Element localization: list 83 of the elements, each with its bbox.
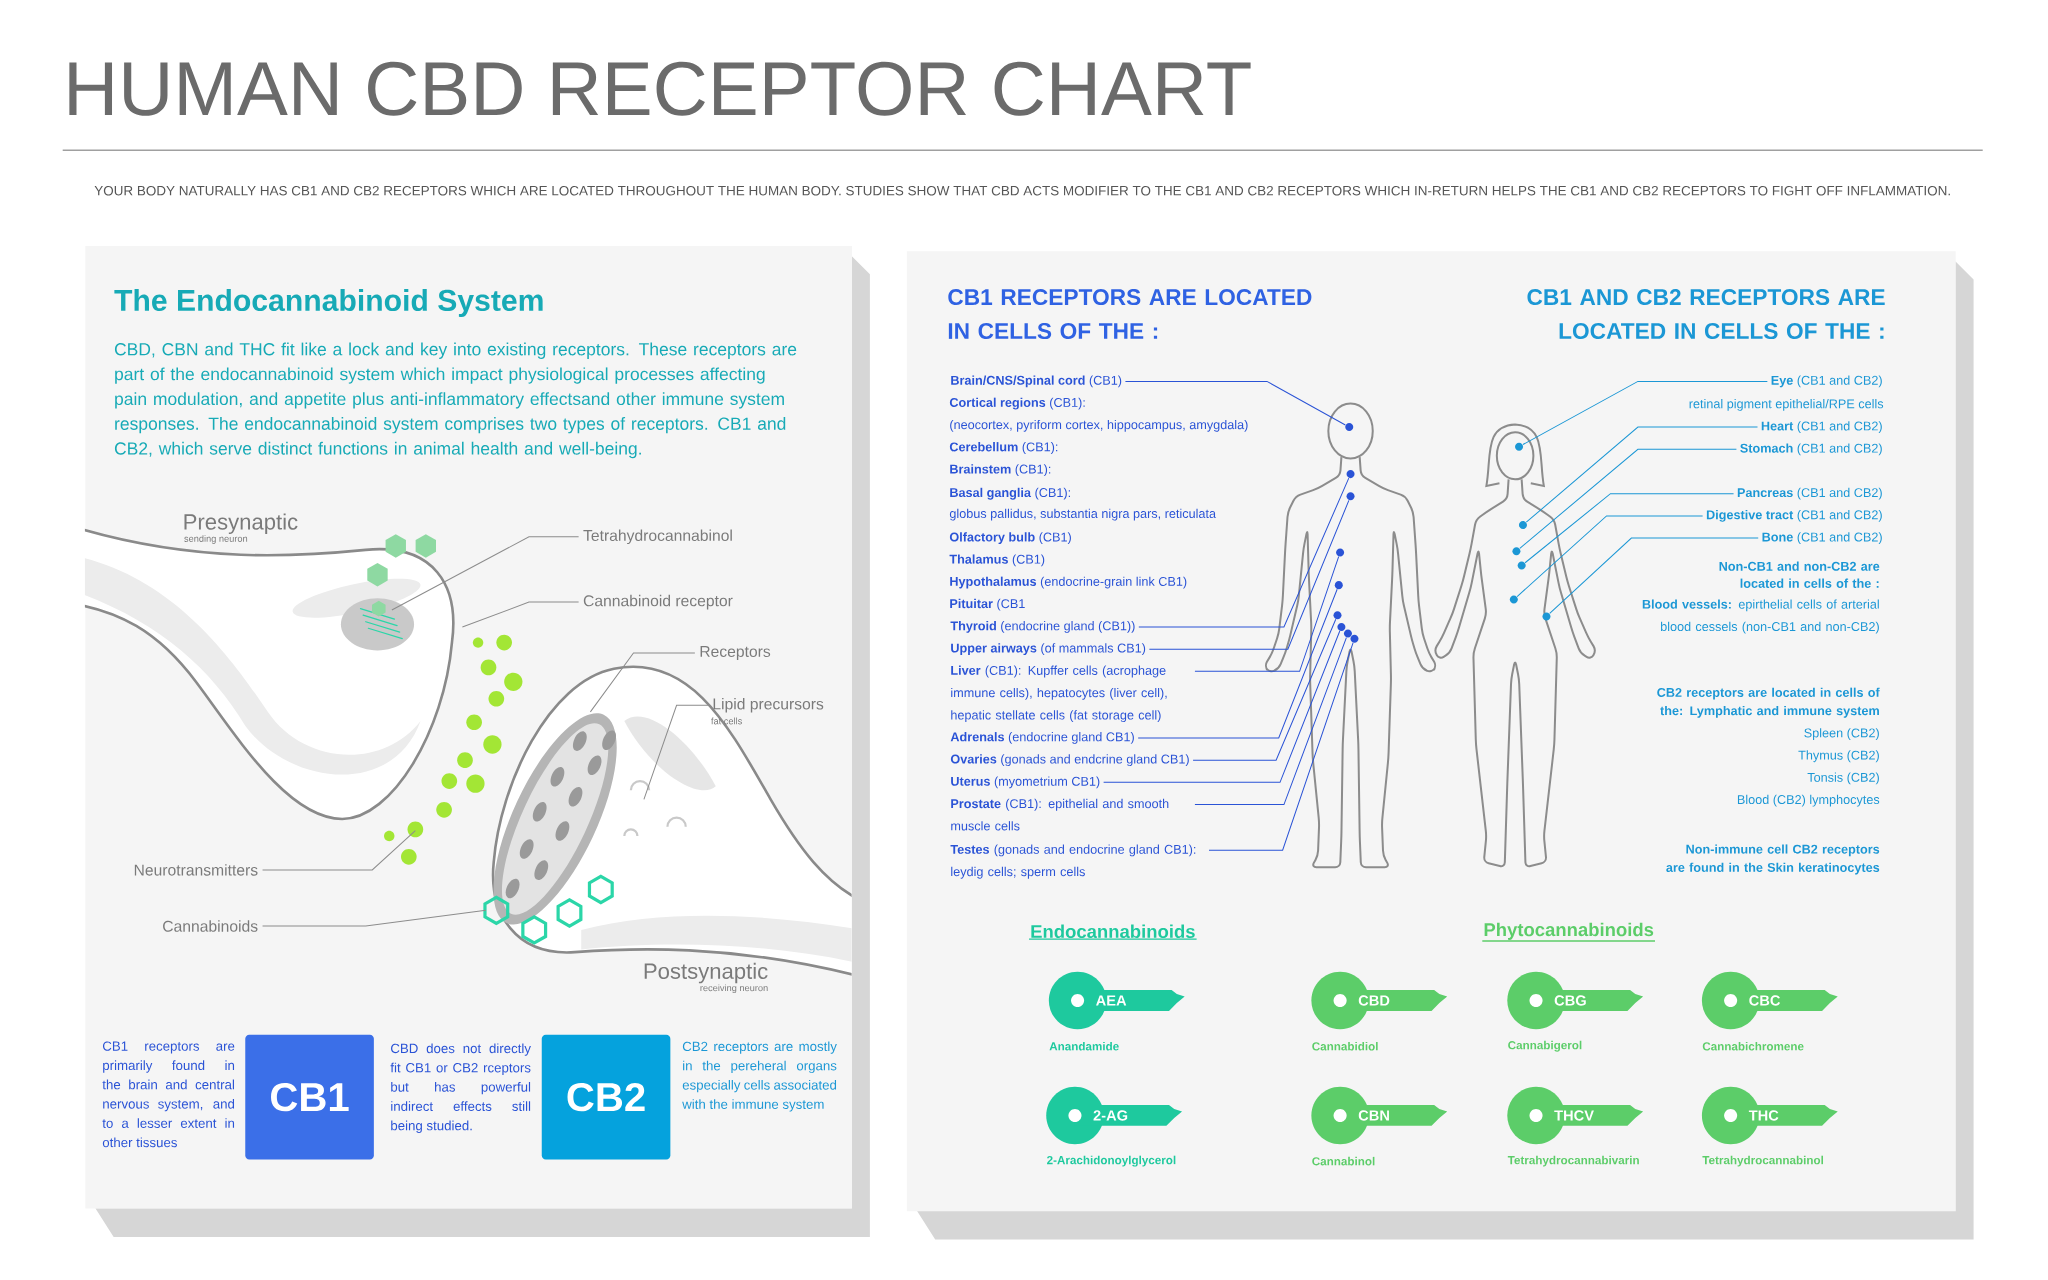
label-box: CB2 [541,1034,671,1160]
list-item: Eye (CB1 and CB2) [1771,375,1882,388]
list-item: Liver (CB1): Kupffer cells (acrophage immune cells), hepatocytes (liver cell), hepatic stellate cells (fat storage cell) [951,665,1167,722]
callout-label: Receptors [700,646,771,661]
list-item: Thymus (CB2) [1798,750,1879,763]
list-item: Cortical regions (CB1): [949,397,1085,410]
list-item: Thalamus (CB1) [949,554,1045,567]
list-item: Prostate (CB1): epithelial and smooth muscle cells [951,798,1169,831]
region-caption: receiving neuron [700,984,768,994]
key-caption: Cannabichromene [1702,1041,1804,1051]
description-text: CBD does not directly fit CB1 or CB2 rceptors but has powerful indirect effects still being studied. [390,1043,531,1133]
leader-line [391,536,580,611]
caption-text: fat cells [711,717,742,725]
leader-line [1549,537,1759,614]
key-caption: Cannabigerol [1508,1040,1582,1052]
callout-label: Cannabinoid receptor [583,594,733,610]
leader-line [1525,426,1758,523]
key-caption: Tetrahydrocannabinol [1702,1155,1823,1167]
leader-line [1103,630,1341,783]
leader-line [1137,588,1338,739]
leader-line [1148,499,1350,650]
leader-line [1194,556,1340,672]
list-item: (neocortex, pyriform cortex, hippocampus, amygdala) [950,419,1248,432]
region-label: Presynaptic [184,513,298,535]
list-item: Olfactory bulb (CB1) [949,532,1071,544]
leader-line [1194,637,1347,806]
section-heading: Non-immune cell CB2 receptors are found in the Skin keratinocytes [1666,844,1880,875]
list-item: Pituitar (CB1 [950,598,1025,611]
list-item: Hypothalamus (endocrine-grain link CB1) [950,576,1187,589]
list-item: Ovaries (gonads and endcrine gland CB1) [950,754,1189,767]
list-item: Spleen (CB2) [1804,728,1879,740]
list-item: globus pallidus, substantia nigra pars, reticulata [949,508,1217,521]
description-text: CB1 receptors are primarily found in the brain and central nervous system, and to a lesser extent in other tissues [102,1041,235,1148]
leader-line [1516,515,1704,598]
key-caption: 2-Arachidonoylglycerol [1047,1155,1176,1167]
section-heading: Non-CB1 and non-CB2 are located in cells of the : [1719,561,1880,588]
leader-line [643,704,709,800]
list-item: Testes (gonads and endocrine gland CB1): leydig cells; sperm cells [950,844,1196,879]
list-item: Digestive tract (CB1 and CB2) [1706,510,1882,522]
callout-label: Lipid precursors [713,698,824,713]
leader-line [1138,477,1350,628]
leader-line [1519,448,1737,549]
callout-label: Cannabinoids [163,920,258,932]
key-caption: Tetrahydrocannabivarin [1507,1155,1639,1167]
list-item: Blood vessels: epirthelial cells of arterial blood cessels (non-CB1 and non-CB2) [1642,599,1879,634]
callout-label: Neurotransmitters [134,864,258,876]
leader-line [262,830,416,871]
label-box: CB1 [245,1034,374,1160]
list-item: Stomach (CB1 and CB2) [1740,443,1882,456]
leader-line [262,909,487,927]
key-caption: Anandamide [1049,1041,1119,1051]
list-item: Basal ganglia (CB1): [950,487,1070,500]
leader-line [1124,380,1346,426]
section-heading: Endocannabinoids [1028,924,1198,940]
key-caption: Cannabinol [1312,1156,1375,1166]
list-item: Pancreas (CB1 and CB2) [1737,487,1882,500]
leader-line [1524,493,1735,564]
subtitle: YOUR BODY NATURALLY HAS CB1 AND CB2 RECEPTORS WHICH ARE LOCATED THROUGHOUT THE HUMAN BODY. STUDIES SHOW THAT CBD ACTS MODIFIER TO THE CB1 AND CB2 RECEPTORS WHICH IN-RETURN HELPS THE CB1 AND CB2 RECEPTORS TO FIGHT OFF INFLAMMATION. [94,185,1950,196]
list-item: Heart (CB1 and CB2) [1761,421,1882,433]
title: HUMAN CBD RECEPTOR CHART [69,61,1251,116]
leader-line [461,601,580,628]
leader-line [1208,642,1354,851]
list-item: Blood (CB2) lymphocytes [1737,794,1880,807]
callout-label: Tetrahydrocannabinol [583,529,732,545]
section-heading: CB2 receptors are located in cells of the: Lymphatic and immune system [1657,687,1880,718]
region-caption: sending neuron [184,535,248,544]
region-label: Postsynaptic [644,962,768,984]
list-item: Cerebellum (CB1): [949,442,1058,454]
list-item: Uterus (myometrium CB1) [951,776,1100,789]
list-item: Upper airways (of mammals CB1) [951,643,1146,656]
leader-line [589,652,696,713]
section-heading: Phytocannabinoids [1481,922,1656,942]
key-caption: Cannabidiol [1312,1041,1378,1051]
list-item: Brainstem (CB1): [950,464,1051,477]
list-item: Brain/CNS/Spinal cord (CB1) [951,375,1122,388]
description-text: CB2 receptors are mostly in the pereheral organs especially cells associated with the immune system [682,1041,837,1112]
list-item: Bone (CB1 and CB2) [1762,532,1882,544]
list-item: retinal pigment epithelial/RPE cells [1689,399,1884,411]
list-item: Adrenals (endocrine gland CB1) [950,732,1134,744]
list-item: Tonsis (CB2) [1807,772,1879,785]
leader-line [1192,618,1337,761]
list-item: Thyroid (endocrine gland (CB1)) [950,621,1135,633]
leader-line [1522,380,1768,446]
